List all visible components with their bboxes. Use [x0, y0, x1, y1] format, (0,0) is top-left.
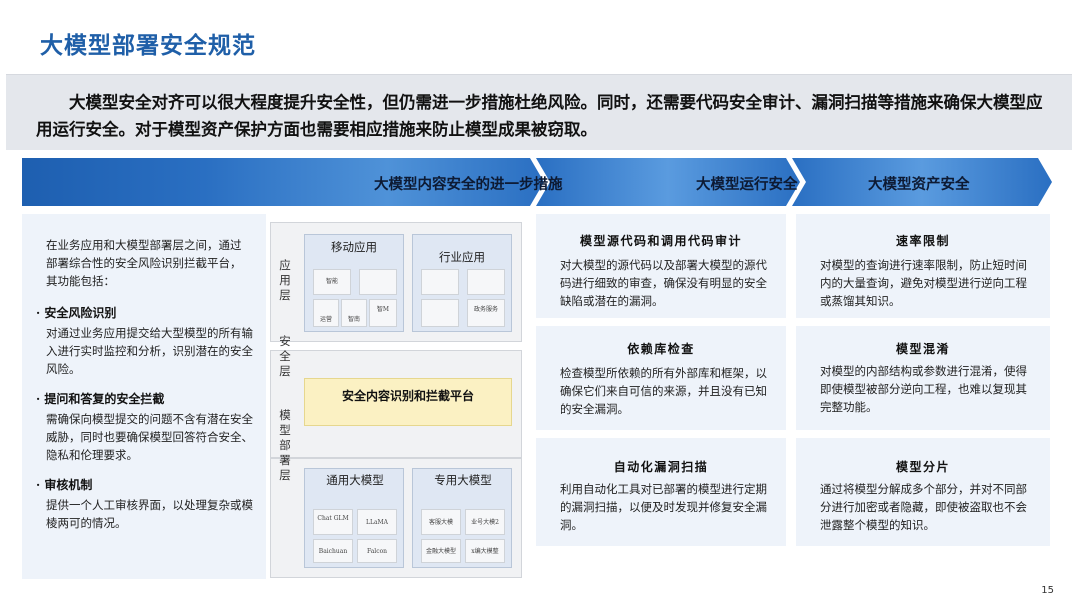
banner-segment-3 [792, 158, 1052, 206]
run-card-title: 模型源代码和调用代码审计 [579, 234, 742, 248]
page-number: 15 [1041, 585, 1054, 596]
bullet-body-2: 需确保向模型提交的问题不含有潜在安全威胁，同时也要确保模型回答符合安全、隐私和伦… [46, 412, 253, 462]
mini-model: Chat GLM [313, 509, 353, 535]
asset-card-title: 速率限制 [895, 234, 950, 248]
run-card-title: 依赖库检查 [627, 342, 695, 356]
run-card-1: 模型源代码和调用代码审计 对大模型的源代码以及部署大模型的源代码进行细致的审查，… [536, 214, 786, 318]
intro-box: 大模型安全对齐可以很大程度提升安全性，但仍需进一步措施杜绝风险。同时，还需要代码… [6, 74, 1072, 150]
industry-app-card: 行业应用 政务服务 [412, 234, 512, 332]
mini-app [359, 269, 397, 295]
safety-platform-box: 安全内容识别和拦截平台 [304, 378, 512, 426]
asset-card-body: 对模型的查询进行速率限制，防止短时间内的大量查询，避免对模型进行逆向工程或蒸馏其… [820, 258, 1027, 308]
app-layer-label: 应用层 [279, 258, 291, 302]
run-card-body: 利用自动化工具对已部署的模型进行定期的漏洞扫描，以便及时发现并修复安全漏洞。 [560, 482, 767, 532]
left-intro: 在业务应用和大模型部署层之间，通过部署综合性的安全风险识别拦截平台，其功能包括： [46, 238, 242, 288]
mini-model: LLaMA [357, 509, 397, 535]
mini-model: Falcon [357, 539, 397, 563]
general-model-title: 通用大模型 [326, 473, 384, 487]
banner-label-content: 大模型内容安全的进一步措施 [374, 176, 563, 193]
intro-text: 大模型安全对齐可以很大程度提升安全性，但仍需进一步措施杜绝风险。同时，还需要代码… [36, 93, 1043, 139]
mini-app: 智南 [341, 299, 367, 327]
mini-app: 智M [369, 299, 397, 327]
banner: 大模型内容安全的进一步措施 大模型运行安全 大模型资产安全 [22, 158, 1052, 206]
mini-model: 金融大模型 [421, 539, 461, 563]
mobile-app-title: 移动应用 [331, 240, 377, 254]
mini-model: Baichuan [313, 539, 353, 563]
mini-app: 智能 [313, 269, 351, 295]
mini-app [421, 269, 459, 295]
asset-card-1: 速率限制 对模型的查询进行速率限制，防止短时间内的大量查询，避免对模型进行逆向工… [796, 214, 1050, 318]
mini-app: 运营 [313, 299, 339, 327]
mini-app [467, 269, 505, 295]
mini-model: 业号大模2 [465, 509, 505, 535]
special-model-card: 专用大模型 客服大模 业号大模2 金融大模型 x编大模整 [412, 468, 512, 568]
bullet-head-2: · 提问和答复的安全拦截 [36, 392, 165, 406]
special-model-title: 专用大模型 [434, 473, 492, 487]
asset-card-title: 模型混淆 [895, 342, 950, 356]
mini-app [421, 299, 459, 327]
run-card-3: 自动化漏洞扫描 利用自动化工具对已部署的模型进行定期的漏洞扫描，以便及时发现并修… [536, 438, 786, 546]
run-card-2: 依赖库检查 检查模型所依赖的所有外部库和框架，以确保它们来自可信的来源，并且没有… [536, 326, 786, 430]
mini-app: 政务服务 [467, 299, 505, 327]
mini-model: x编大模整 [465, 539, 505, 563]
bullet-head-3: · 审核机制 [36, 478, 93, 492]
bullet-body-3: 提供一个人工审核界面，以处理复杂或模棱两可的情况。 [46, 498, 253, 530]
safety-layer-label: 安全层 [279, 334, 291, 378]
mini-model: 客服大模 [421, 509, 461, 535]
banner-arrows [22, 158, 1052, 206]
banner-segment-2 [536, 158, 800, 206]
bullet-body-1: 对通过业务应用提交给大型模型的所有输入进行实时监控和分析，识别潜在的安全风险。 [46, 326, 253, 376]
asset-card-title: 模型分片 [895, 460, 950, 474]
run-card-body: 检查模型所依赖的所有外部库和框架，以确保它们来自可信的来源，并且没有已知的安全漏… [560, 366, 767, 416]
asset-card-body: 对模型的内部结构或参数进行混淆，使得即使模型被部分逆向工程，也难以复现其完整功能… [820, 364, 1027, 414]
safety-platform-text: 安全内容识别和拦截平台 [341, 389, 474, 403]
banner-segment-1 [22, 158, 544, 206]
left-panel: 在业务应用和大模型部署层之间，通过部署综合性的安全风险识别拦截平台，其功能包括：… [22, 214, 266, 579]
model-layer-label: 模型部署层 [279, 408, 291, 482]
industry-app-title: 行业应用 [439, 250, 485, 264]
run-card-title: 自动化漏洞扫描 [613, 460, 709, 474]
mobile-app-card: 移动应用 智能 运营 智南 智M [304, 234, 404, 332]
banner-label-asset: 大模型资产安全 [868, 176, 970, 193]
general-model-card: 通用大模型 Chat GLM LLaMA Baichuan Falcon [304, 468, 404, 568]
asset-card-body: 通过将模型分解成多个部分，并对不同部分进行加密或者隐藏，即使被盗取也不会泄露整个… [820, 482, 1027, 532]
page-title: 大模型部署安全规范 [40, 33, 256, 59]
asset-card-3: 模型分片 通过将模型分解成多个部分，并对不同部分进行加密或者隐藏，即使被盗取也不… [796, 438, 1050, 546]
architecture-diagram: 应用层 移动应用 智能 运营 智南 智M 行业应用 政务服务 安全层 安全内容识… [270, 222, 526, 578]
run-card-body: 对大模型的源代码以及部署大模型的源代码进行细致的审查，确保没有明显的安全缺陷或潜… [560, 258, 767, 308]
bullet-head-1: · 安全风险识别 [36, 306, 117, 320]
banner-label-run: 大模型运行安全 [696, 176, 798, 193]
asset-card-2: 模型混淆 对模型的内部结构或参数进行混淆，使得即使模型被部分逆向工程，也难以复现… [796, 326, 1050, 430]
